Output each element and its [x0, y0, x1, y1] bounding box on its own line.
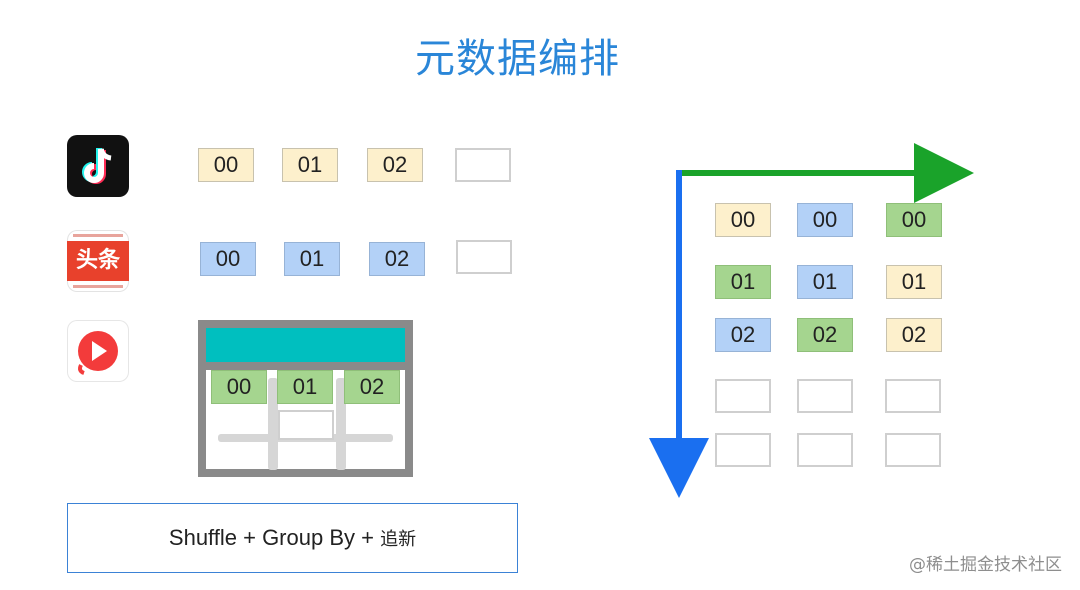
formula-suffix: 追新 [380, 529, 417, 550]
watermark: @稀土掘金技术社区 [909, 555, 1062, 575]
toutiao-cell-00: 00 [200, 242, 256, 276]
douyin-icon [67, 135, 129, 197]
grid-cell-1-2: 01 [886, 265, 942, 299]
grid-cell-2-1: 02 [797, 318, 853, 352]
grid-cell-0-2: 00 [886, 203, 942, 237]
xigua-cell-02: 02 [344, 370, 400, 404]
toutiao-icon: 头条 [67, 230, 129, 292]
douyin-cell-01: 01 [282, 148, 338, 182]
formula-text: Shuffle + Group By + [168, 525, 381, 550]
empty-slot [278, 410, 334, 440]
xigua-cell-01: 01 [277, 370, 333, 404]
douyin-cell-02: 02 [367, 148, 423, 182]
toutiao-cell-empty [456, 240, 512, 274]
toutiao-label: 头条 [67, 241, 129, 281]
grid-cell-4-2 [885, 433, 941, 467]
grid-cell-3-2 [885, 379, 941, 413]
grid-cell-0-0: 00 [715, 203, 771, 237]
grid-cell-1-0: 01 [715, 265, 771, 299]
grid-cell-4-1 [797, 433, 853, 467]
grid-cell-3-1 [797, 379, 853, 413]
douyin-cell-empty [455, 148, 511, 182]
grid-cell-4-0 [715, 433, 771, 467]
formula-box: Shuffle + Group By + 追新 [67, 503, 518, 573]
douyin-cell-00: 00 [198, 148, 254, 182]
grid-cell-0-1: 00 [797, 203, 853, 237]
xigua-cell-00: 00 [211, 370, 267, 404]
page-title: 元数据编排 [415, 36, 620, 82]
grid-cell-2-0: 02 [715, 318, 771, 352]
grid-cell-1-1: 01 [797, 265, 853, 299]
toutiao-cell-01: 01 [284, 242, 340, 276]
table-header-bar [206, 328, 405, 362]
xigua-icon [67, 320, 129, 382]
grid-cell-3-0 [715, 379, 771, 413]
grid-cell-2-2: 02 [886, 318, 942, 352]
toutiao-cell-02: 02 [369, 242, 425, 276]
